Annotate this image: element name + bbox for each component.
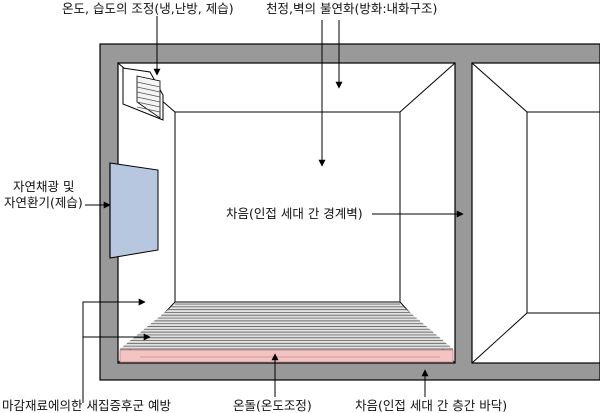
neighbor-room-perspective [471, 62, 600, 364]
labels: 온도, 습도의 조정(냉,난방, 제습) 천정,벽의 불연화(방화:내화구조) … [2, 1, 507, 413]
ac-vent-panel [136, 75, 161, 119]
perspective-line [399, 62, 456, 113]
label-sound-wall-bg [225, 204, 371, 222]
label-daylight-line1: 자연채광 및 [13, 179, 74, 194]
label-sound-floor: 차음(인접 세대 간 층간 바닥) [355, 398, 507, 413]
floor-heating [119, 349, 454, 363]
callout-arrows [82, 16, 464, 403]
label-sound-wall: 차음(인접 세대 간 경계벽) [226, 206, 363, 221]
label-fireproof: 천정,벽의 불연화(방화:내화구조) [266, 1, 437, 16]
arrow-finish-material-wall [82, 298, 146, 403]
ac-vent-slat [136, 91, 161, 98]
label-finish-material: 마감재료에의한 새집증후군 예방 [2, 398, 171, 413]
back-wall [174, 111, 401, 303]
ac-vent-slat [136, 96, 161, 103]
window [109, 162, 159, 259]
perspective-line [471, 62, 528, 113]
perspective-line [471, 312, 528, 364]
floor-slats [120, 303, 453, 350]
label-ondol: 온돌(온도조정) [233, 398, 312, 413]
ondol-heating-panel [119, 349, 454, 363]
ac-vent-slat [136, 106, 161, 113]
window-pane [109, 162, 159, 259]
ac-vent-slat [136, 101, 161, 108]
label-temp-humidity: 온도, 습도의 조정(냉,난방, 제습) [62, 1, 234, 16]
label-daylight-line2: 자연환기(제습) [4, 195, 83, 210]
neighbor-room-interior [471, 62, 600, 364]
ac-vent-slat [136, 81, 161, 88]
air-conditioner-icon [122, 67, 164, 121]
ac-vent-slat [136, 86, 161, 93]
